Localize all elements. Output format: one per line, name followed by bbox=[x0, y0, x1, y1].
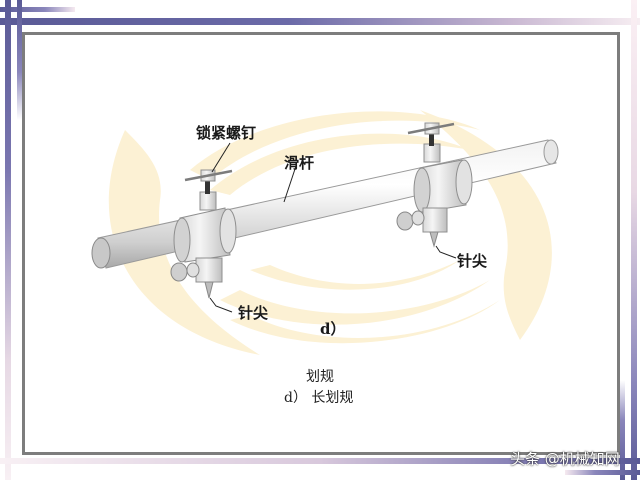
slide-bar-rod bbox=[91, 139, 559, 269]
label-lock-screw: 锁紧螺钉 bbox=[196, 124, 257, 142]
caption-title: 划规 bbox=[306, 369, 334, 385]
label-needle-tip-left: 针尖 bbox=[238, 304, 269, 322]
watermark-text: 头条 @机械知网 bbox=[510, 450, 620, 468]
left-clamp bbox=[170, 169, 237, 299]
frame-bar-bottom bbox=[0, 458, 640, 464]
frame-bar-top-short bbox=[0, 7, 75, 12]
figure-sub-label: d） bbox=[320, 320, 346, 338]
frame-bar-top bbox=[0, 18, 640, 25]
frame-bar-right-inner bbox=[620, 380, 625, 480]
frame-bar-bottom-short bbox=[565, 470, 640, 475]
caption-subtitle: d） 长划规 bbox=[284, 390, 354, 406]
label-slide-bar: 滑杆 bbox=[284, 154, 315, 172]
logo-swirl bbox=[108, 110, 552, 355]
frame-bar-left bbox=[5, 0, 11, 480]
label-needle-tip-right: 针尖 bbox=[457, 252, 488, 270]
right-clamp bbox=[396, 122, 473, 248]
leader-lines bbox=[209, 142, 457, 313]
frame-bar-right bbox=[631, 0, 637, 480]
frame-bar-left-inner bbox=[17, 0, 22, 120]
